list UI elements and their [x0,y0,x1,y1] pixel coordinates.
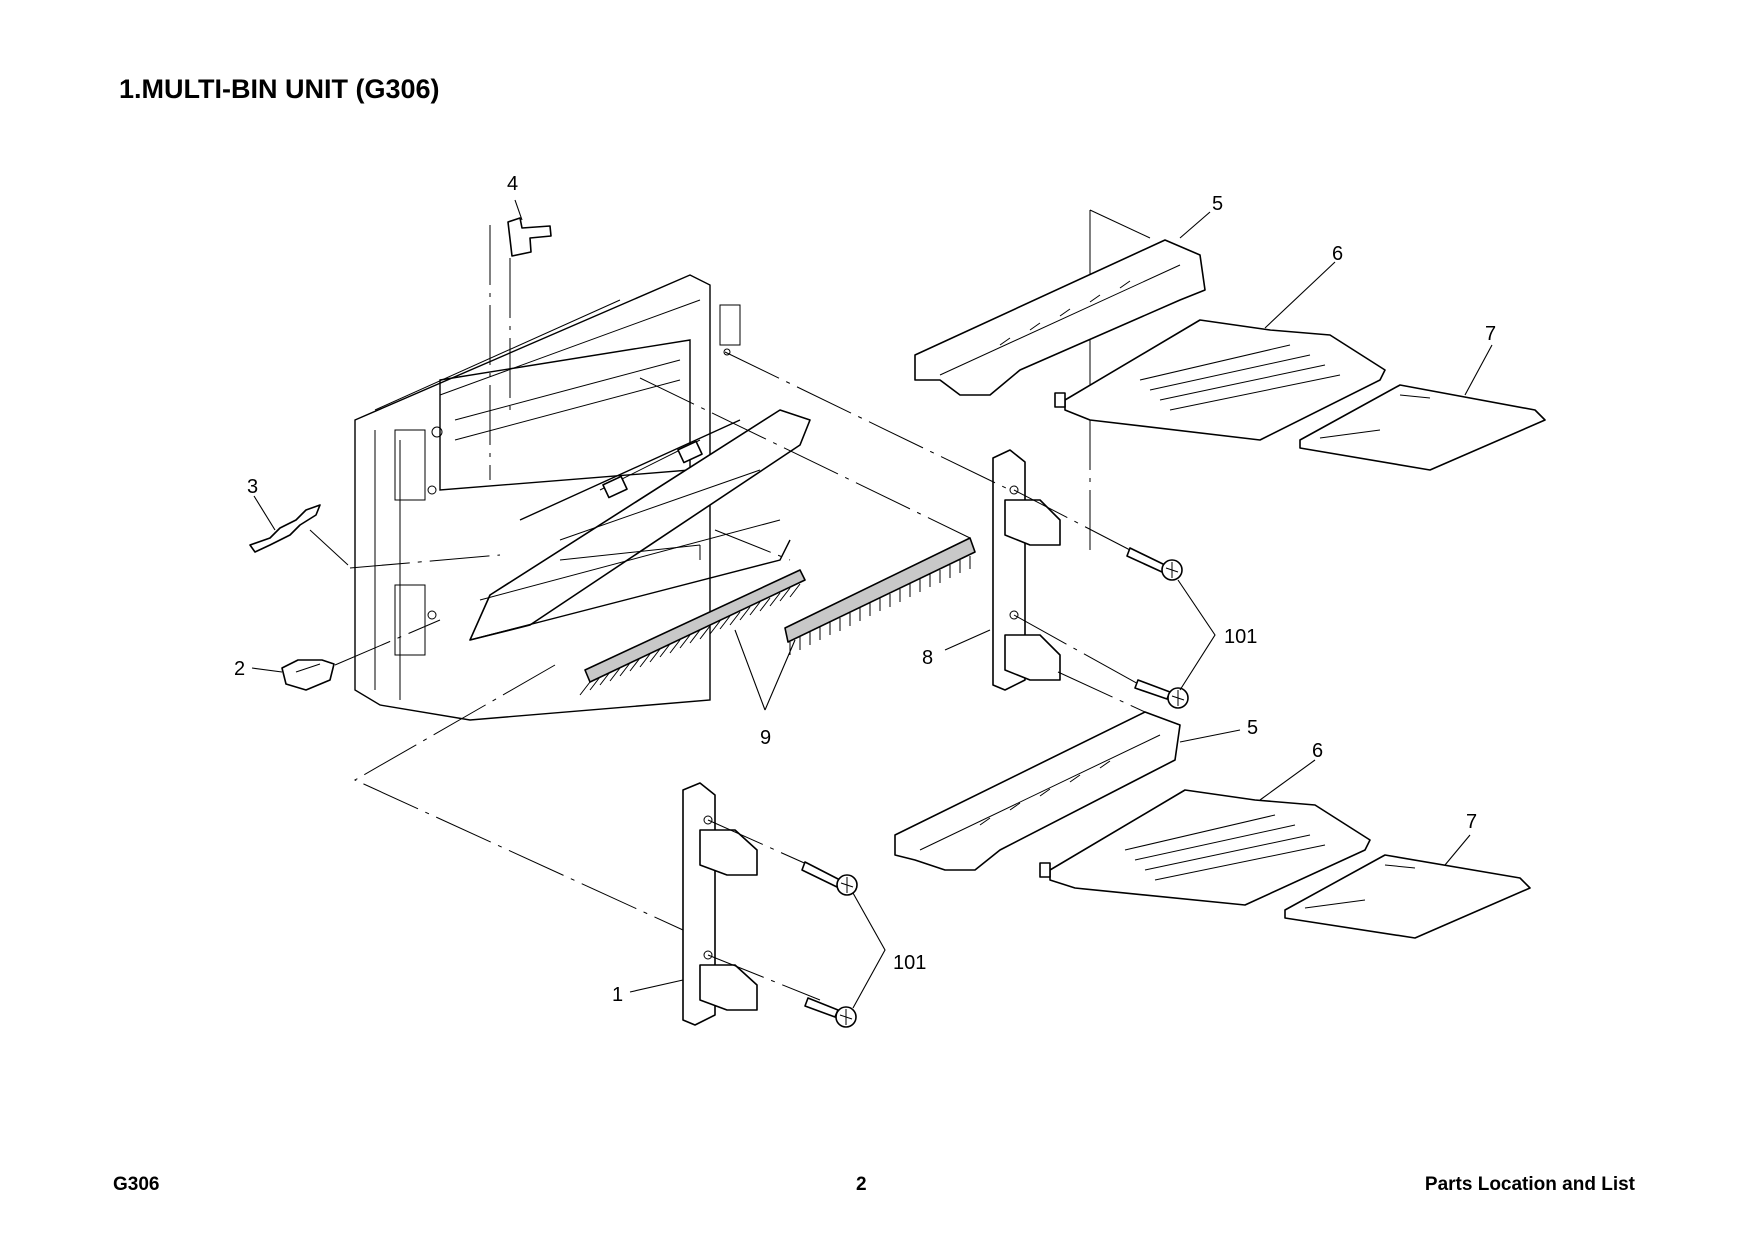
part-5-upper-rail [914,209,1206,396]
callout-6-lower: 6 [1312,740,1323,762]
callout-7-lower: 7 [1466,811,1477,833]
footer-model-code: G306 [113,1174,160,1195]
part-7-lower-sheet [1284,854,1531,939]
screw-101-upper-b [1134,679,1189,709]
machine-frame [354,274,811,721]
callout-1: 1 [612,984,623,1006]
part-5-lower-rail [894,671,1181,871]
screw-101-upper-a [1126,547,1183,581]
part-6-upper-tray [1054,319,1386,441]
callout-5-lower: 5 [1247,717,1258,739]
part-6-lower-tray [1039,789,1371,906]
part-7-upper-sheet [1299,384,1546,471]
page-title: 1.MULTI-BIN UNIT (G306) [119,74,440,104]
callout-5-upper: 5 [1212,193,1223,215]
screw-101-lower-b [804,997,857,1028]
callout-9: 9 [760,727,771,749]
footer-page-number: 2 [856,1174,867,1195]
footer-section-title: Parts Location and List [1424,1174,1635,1195]
part-4-bracket [489,217,552,480]
callout-8: 8 [922,647,933,669]
callout-101-lower: 101 [893,952,926,974]
part-8-side-plate [724,250,1141,691]
callout-4: 4 [507,173,518,195]
part-9-brush-right [639,377,976,655]
callout-7-upper: 7 [1485,323,1496,345]
part-3-clip [249,504,501,569]
callout-3: 3 [247,476,258,498]
callout-6-upper: 6 [1332,243,1343,265]
screw-101-lower-a [801,861,858,896]
callout-2: 2 [234,658,245,680]
part-9-brush-left [579,569,806,696]
part-1-side-plate [353,664,821,1026]
part-2-latch [281,619,441,691]
callout-101-upper: 101 [1224,626,1257,648]
